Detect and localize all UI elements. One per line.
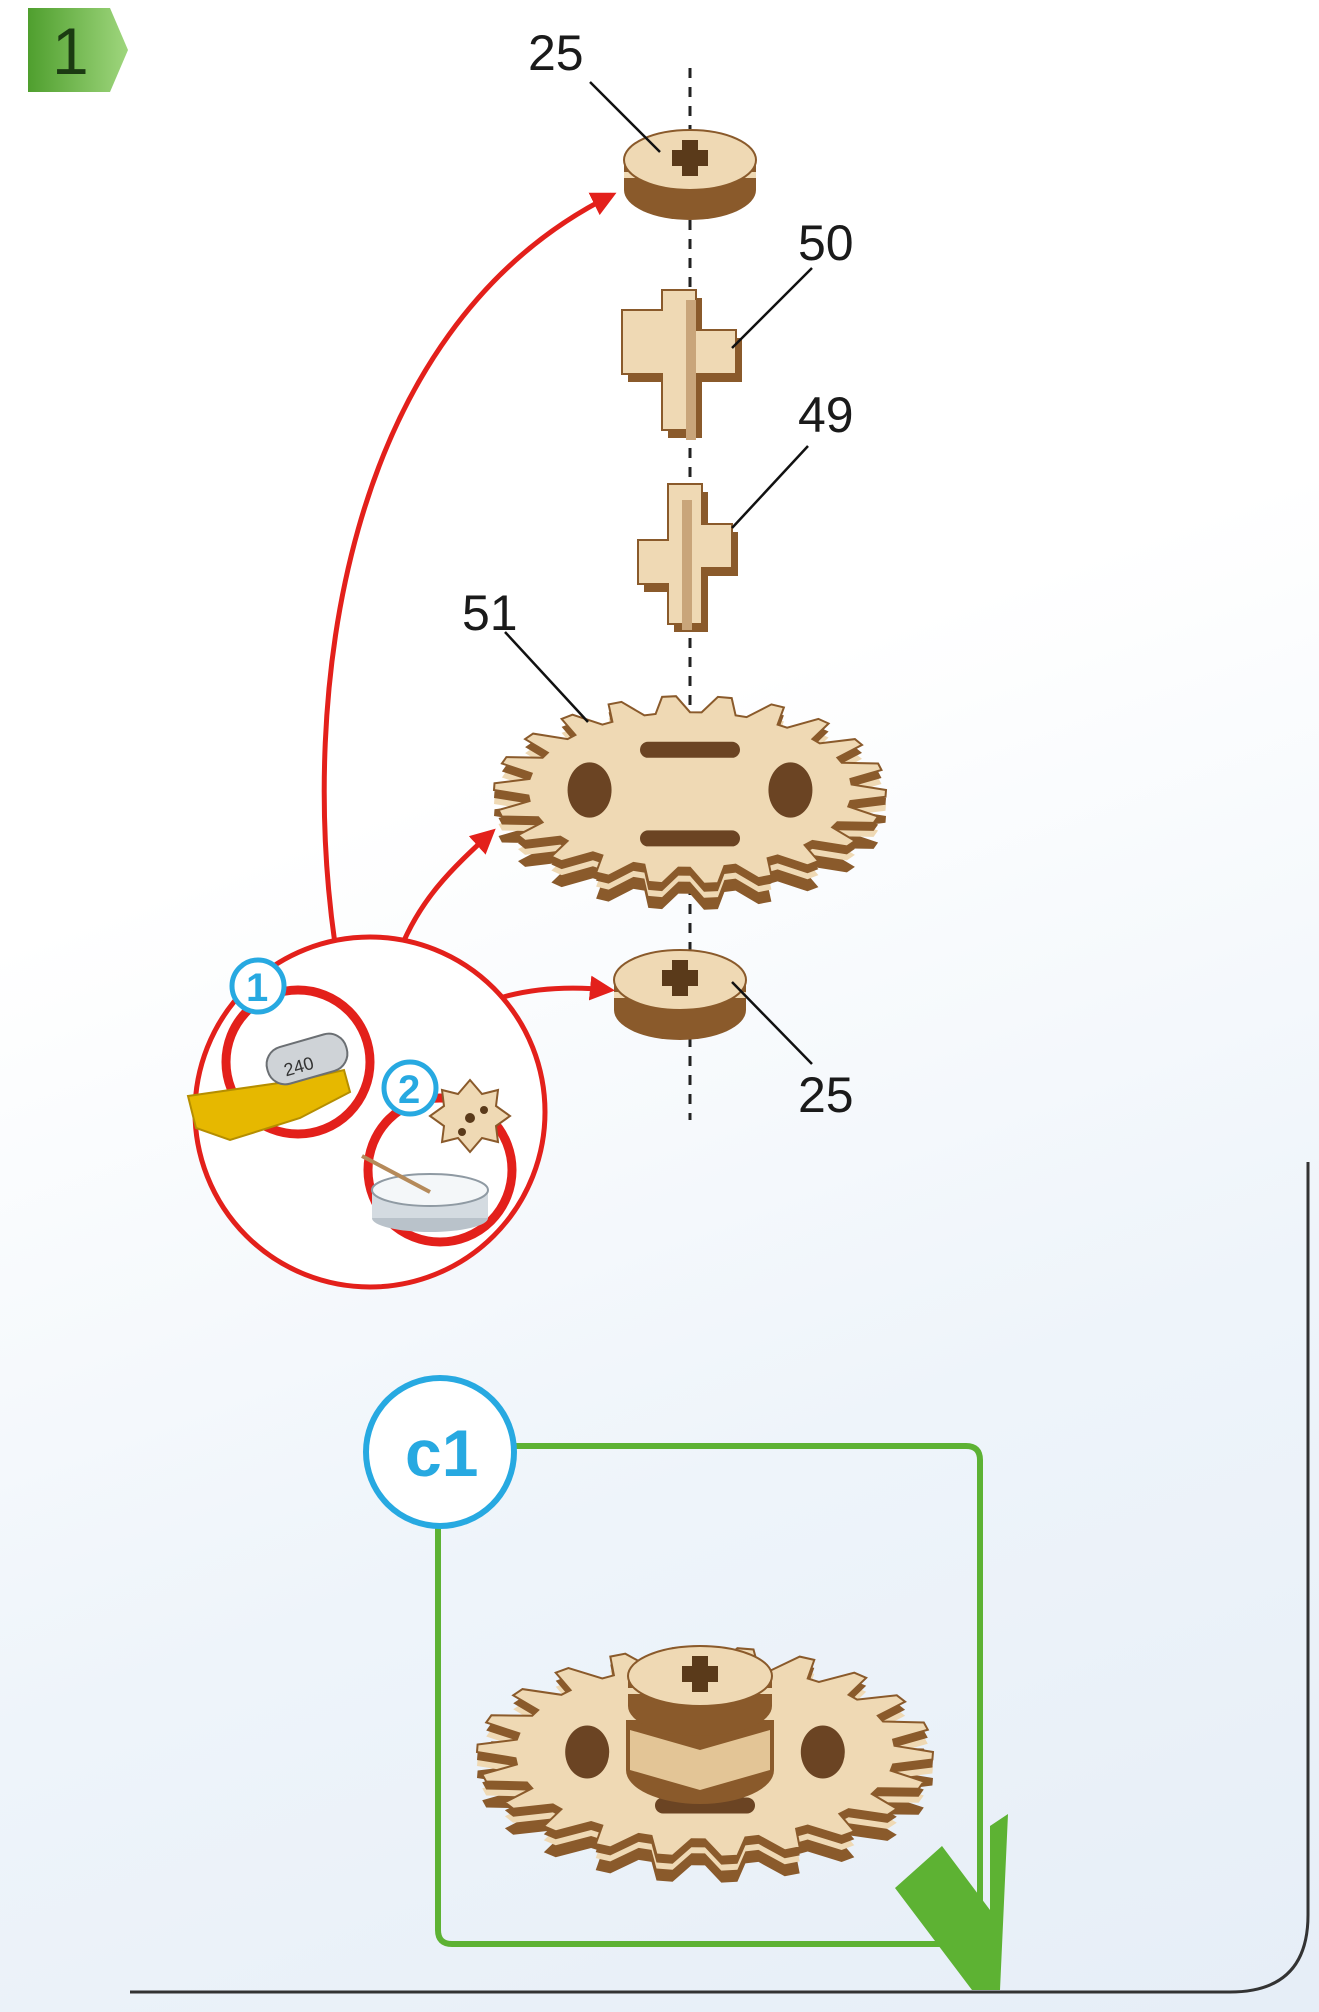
label-part-49: 49 [798, 387, 854, 443]
badge-sanding: 1 [229, 957, 287, 1015]
glue-pot-icon [361, 1078, 512, 1232]
prep-circle: 240 1 2 [186, 934, 548, 1290]
cross-piece-49 [637, 483, 738, 632]
check-panel: c1 [363, 1375, 1008, 1990]
badge-sanding-number: 1 [246, 966, 268, 1010]
badge-glue-number: 2 [398, 1068, 420, 1112]
label-part-25-top: 25 [528, 25, 584, 81]
label-part-25-bottom: 25 [798, 1067, 854, 1123]
checkmark-icon [895, 1814, 1008, 1990]
washer-bottom [613, 949, 747, 1040]
washer-top [623, 129, 757, 220]
step-badge: 1 [28, 8, 128, 92]
label-part-51: 51 [462, 585, 518, 641]
check-badge: c1 [363, 1375, 517, 1529]
sandpaper-icon: 240 [186, 1032, 352, 1142]
gear-51 [492, 695, 888, 910]
part-labels [504, 81, 813, 1065]
check-label: c1 [405, 1416, 478, 1490]
assembled-hub [626, 1645, 774, 1804]
page-border [130, 1162, 1310, 1994]
step-number: 1 [52, 14, 89, 88]
cross-piece-50 [621, 289, 742, 440]
badge-glue: 2 [381, 1059, 439, 1117]
label-part-50: 50 [798, 215, 854, 271]
